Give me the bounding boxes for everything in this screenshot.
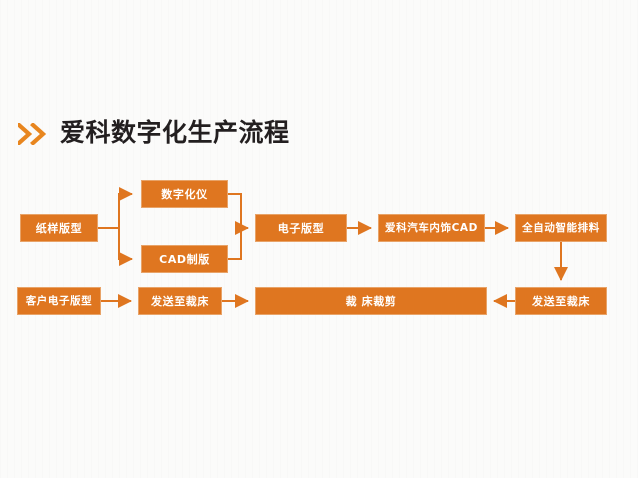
flow-node-aike-auto-cad[interactable]: 爱科汽车内饰CAD xyxy=(378,214,485,242)
flow-node-send-to-cutter-right[interactable]: 发送至裁床 xyxy=(515,287,607,315)
page-title: 爱科数字化生产流程 xyxy=(60,118,290,147)
edge-split-up-to-digitizer xyxy=(118,187,133,228)
flow-node-auto-nesting[interactable]: 全自动智能排料 xyxy=(515,214,607,242)
flow-node-cad-plate-making[interactable]: CAD制版 xyxy=(141,245,228,273)
flow-node-digitizer[interactable]: 数字化仪 xyxy=(141,180,228,208)
double-chevron-right-icon xyxy=(18,123,50,145)
edge-cad-to-merge xyxy=(228,228,242,260)
flow-node-customer-pattern[interactable]: 客户电子版型 xyxy=(17,287,101,315)
edge-split-down-to-cad xyxy=(118,228,133,266)
edge-digitizer-to-merge xyxy=(228,193,242,228)
flow-node-electronic-pattern[interactable]: 电子版型 xyxy=(255,214,347,242)
flow-node-paper-pattern[interactable]: 纸样版型 xyxy=(20,214,98,242)
page-title-block: 爱科数字化生产流程 xyxy=(18,120,290,145)
flow-node-send-to-cutter-left[interactable]: 发送至裁床 xyxy=(138,287,222,315)
flow-node-cutting[interactable]: 裁 床裁剪 xyxy=(255,287,487,315)
